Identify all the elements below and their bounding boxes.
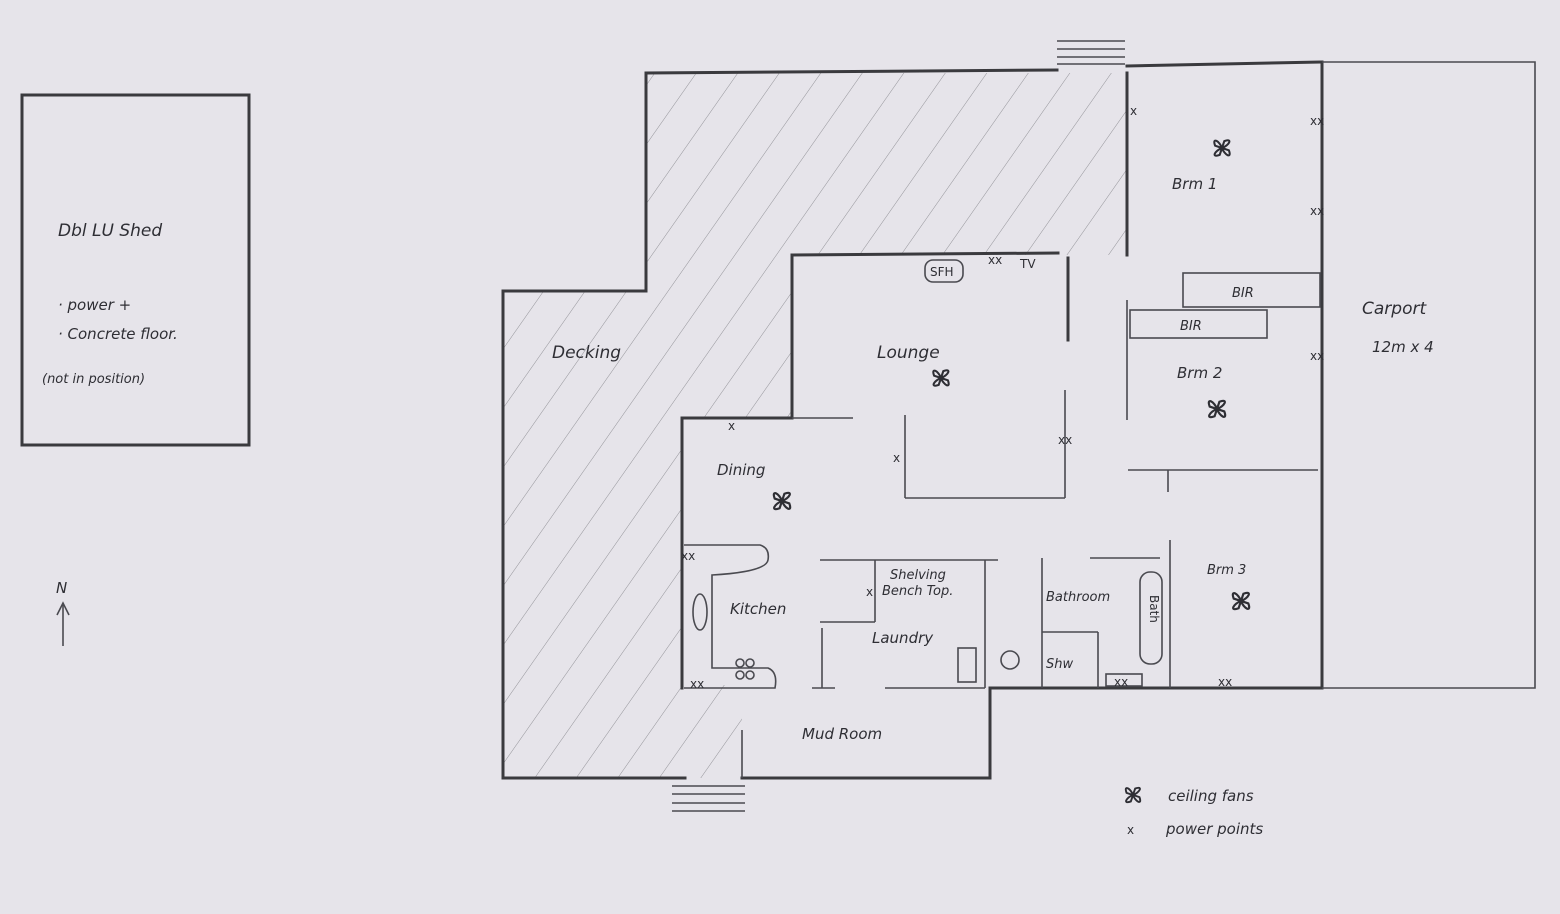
laundry-tub	[957, 647, 977, 683]
sfh-label: SFH	[930, 265, 954, 279]
hot-water-unit	[1000, 650, 1020, 670]
bir-lower-outline	[1129, 309, 1268, 339]
bath-tub	[1139, 571, 1163, 665]
dining-room: x Dining	[680, 416, 853, 690]
shed-title: Dbl LU Shed	[58, 221, 162, 241]
decking-hatch	[503, 73, 1127, 778]
shower-label: Shw	[1046, 657, 1073, 672]
legend-fan-icon	[1124, 786, 1142, 804]
bedroom-3-fan-icon	[1231, 591, 1251, 611]
shed: Dbl LU Shed · power + · Concrete floor. …	[20, 93, 251, 447]
power-point-kitchen: xx	[690, 677, 704, 691]
power-point-bathroom: xx	[1114, 675, 1128, 689]
bedroom-3-label: Brm 3	[1207, 563, 1246, 578]
tv-label: TV	[1019, 257, 1036, 271]
bir-upper-outline	[1182, 272, 1321, 308]
lounge-label: Lounge	[877, 343, 940, 363]
power-point-brm3: xx	[1218, 675, 1232, 689]
bedroom-2-fan-icon	[1207, 399, 1227, 419]
power-point-laundry: x	[866, 585, 873, 599]
mud-room-label: Mud Room	[802, 725, 882, 743]
north-arrow-head	[56, 601, 70, 616]
bathroom: Bathroom Bath Shw xx	[1041, 540, 1171, 689]
power-point-brm2: xx	[1310, 349, 1324, 363]
power-point-brm1-a: xx	[1310, 114, 1324, 128]
bedroom-2-label: Brm 2	[1177, 364, 1222, 382]
bedroom-1-fan-icon	[1213, 139, 1231, 157]
shed-note-position: (not in position)	[42, 372, 145, 387]
bathroom-label: Bathroom	[1046, 590, 1110, 605]
carport-outline	[1322, 61, 1536, 689]
power-point-dining: x	[728, 419, 735, 433]
legend-power-symbol: x	[1127, 823, 1134, 837]
north-label: N	[56, 579, 67, 597]
lounge-fan-icon	[932, 369, 950, 387]
outer-walls	[501, 60, 1324, 780]
dining-fan-icon	[772, 491, 792, 511]
power-point-kitchen-west: xx	[681, 549, 695, 563]
kitchen-bench	[684, 544, 777, 689]
shed-outline	[20, 93, 251, 447]
steps-north	[1057, 40, 1125, 65]
legend-ceiling-fans: ceiling fans	[1168, 787, 1254, 805]
carport-size: 12m x 4	[1372, 338, 1434, 356]
power-point-lounge-east: xx	[1058, 433, 1072, 447]
legend-power-points: power points	[1165, 820, 1263, 838]
lounge-room: SFH xx TV Lounge xx x	[790, 251, 1072, 499]
legend: ceiling fans x power points	[1124, 786, 1263, 838]
carport: Carport 12m x 4	[1322, 61, 1536, 689]
bedroom-3: Brm 3 xx	[1207, 563, 1251, 689]
bir-upper-label: BIR	[1232, 286, 1254, 301]
dining-label: Dining	[717, 461, 765, 479]
bedroom-2: Brm 2 xx	[1128, 349, 1324, 492]
power-point-brm1-c: x	[1130, 104, 1137, 118]
sfh-heater	[924, 259, 964, 283]
vanity	[1105, 673, 1143, 687]
shed-note-power: · power +	[58, 296, 131, 314]
power-point-lounge-west: x	[893, 451, 900, 465]
kitchen: Kitchen xx xx	[681, 544, 786, 691]
decking-area	[503, 73, 1127, 778]
decking-label: Decking	[552, 343, 621, 363]
mud-room: Mud Room	[741, 725, 882, 778]
bath-label: Bath	[1147, 595, 1161, 623]
bir-lower-label: BIR	[1180, 319, 1202, 334]
kitchen-label: Kitchen	[730, 600, 786, 618]
laundry: Shelving Bench Top. x Laundry	[812, 559, 1020, 689]
wall-south	[740, 686, 1324, 780]
north-arrow: N	[56, 579, 70, 646]
steps-south	[672, 785, 745, 812]
kitchen-sink	[692, 593, 708, 631]
shed-note-floor: · Concrete floor.	[58, 325, 178, 343]
laundry-label: Laundry	[872, 629, 934, 647]
carport-label: Carport	[1362, 299, 1427, 319]
bench-top-label: Bench Top.	[882, 584, 953, 599]
wall-west	[501, 68, 1059, 780]
power-point-lounge: xx	[988, 253, 1002, 267]
shelving-label: Shelving	[890, 568, 946, 583]
built-in-robes: BIR BIR	[1126, 272, 1321, 420]
bedroom-1: Brm 1 xx xx x	[1130, 104, 1324, 218]
cooktop-icon	[735, 658, 755, 680]
bedroom-1-label: Brm 1	[1172, 175, 1217, 193]
power-point-brm1-b: xx	[1310, 204, 1324, 218]
wall-north-east	[1125, 60, 1322, 68]
